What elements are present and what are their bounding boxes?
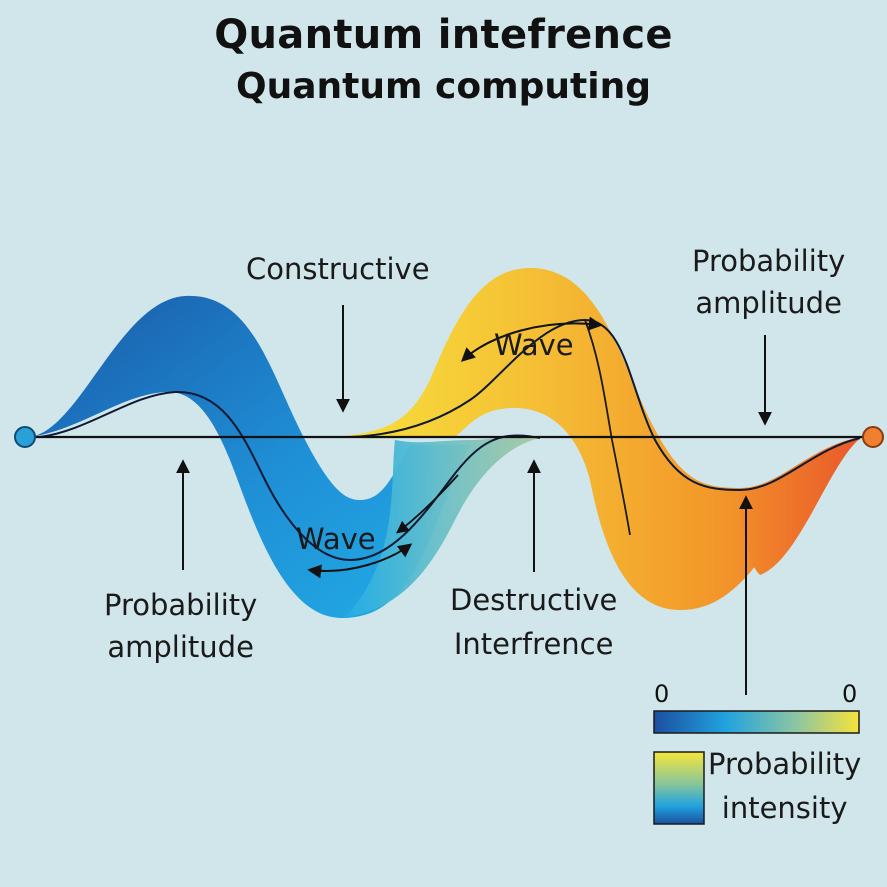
orange-tail-ribbon bbox=[740, 437, 862, 575]
probability-amplitude-bottom-line1: Probability bbox=[104, 588, 258, 622]
wave-bottom-small-arrow bbox=[396, 474, 459, 534]
wave-bottom-label: Wave bbox=[296, 522, 376, 556]
probability-colorbar bbox=[653, 710, 860, 734]
legend-line1: Probability bbox=[708, 747, 862, 781]
probability-amplitude-top-label: Probability amplitude bbox=[692, 240, 845, 324]
wave-top-double-arrow bbox=[460, 316, 603, 362]
probability-amplitude-top-line1: Probability bbox=[692, 244, 846, 278]
right-endpoint-dot bbox=[862, 426, 884, 448]
blue-wave-ribbon bbox=[30, 295, 470, 619]
blue-wave-outline bbox=[39, 390, 541, 562]
legend-probability-intensity: Probability intensity bbox=[708, 742, 861, 830]
destructive-line1: Destructive bbox=[450, 583, 618, 617]
colorbar-max-label: 0 bbox=[842, 680, 858, 708]
destructive-interference-label: Destructive Interfrence bbox=[450, 578, 617, 666]
constructive-label: Constructive bbox=[246, 252, 430, 286]
wave-bottom-double-arrow bbox=[307, 543, 413, 579]
diagram-subtitle: Quantum computing bbox=[236, 66, 651, 107]
colorbar-min-label: 0 bbox=[654, 680, 670, 708]
legend-line2: intensity bbox=[721, 791, 848, 825]
probability-amplitude-bottom-label: Probability amplitude bbox=[104, 584, 257, 668]
probability-amplitude-bottom-line2: amplitude bbox=[107, 630, 254, 664]
probability-intensity-swatch bbox=[653, 751, 705, 825]
wave-top-label: Wave bbox=[494, 328, 574, 362]
destructive-line2: Interfrence bbox=[453, 627, 614, 661]
warm-wave-outline bbox=[349, 318, 861, 492]
left-endpoint-dot bbox=[14, 426, 36, 448]
diagram-title: Quantum intefrence bbox=[214, 12, 673, 58]
probability-amplitude-top-line2: amplitude bbox=[695, 286, 842, 320]
